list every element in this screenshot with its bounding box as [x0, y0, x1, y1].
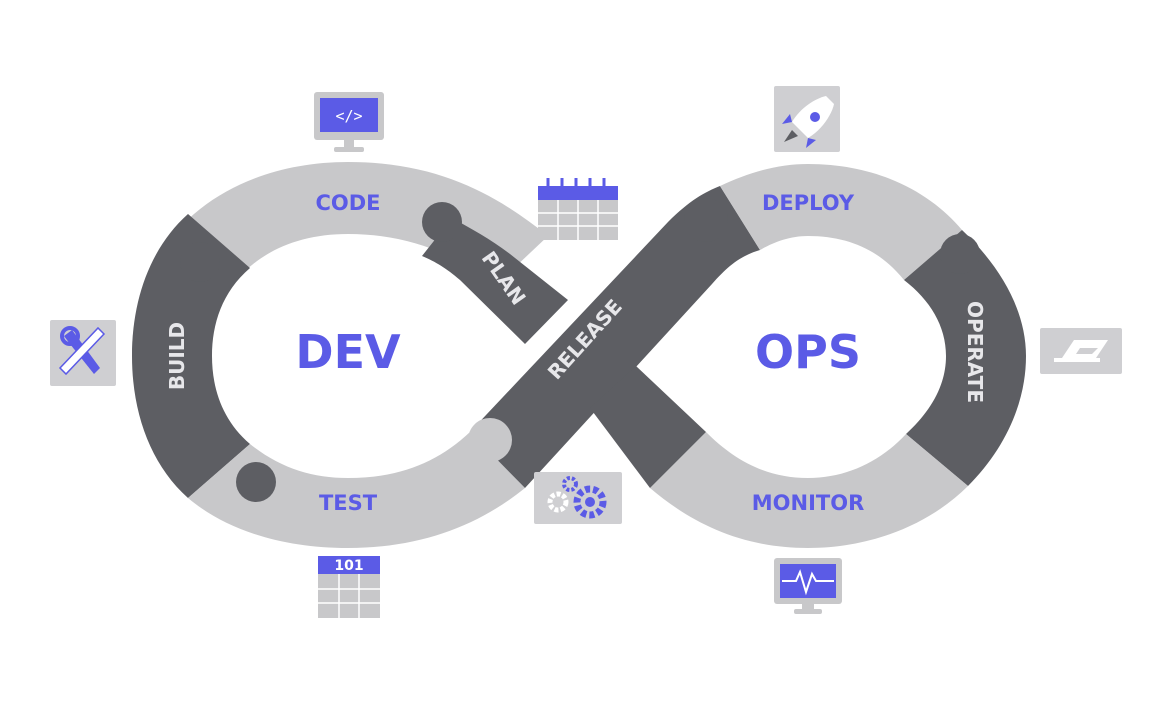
code-label: CODE: [315, 191, 380, 215]
ops-title: OPS: [755, 325, 861, 379]
dev-title: DEV: [295, 325, 401, 379]
deploy-label: DEPLOY: [762, 191, 855, 215]
segment-test: [188, 432, 525, 548]
build-label: BUILD: [165, 322, 189, 390]
test-label: TEST: [319, 491, 378, 515]
segment-deploy: [720, 164, 962, 280]
test-icon-glyph: 101: [334, 558, 363, 574]
segment-plan: [422, 202, 568, 344]
segment-ops-lower-left: [590, 366, 706, 488]
binary-table-icon: 101: [318, 556, 380, 618]
gears-icon: [534, 472, 622, 524]
code-monitor-icon: </>: [314, 92, 384, 152]
laptop-icon: [1040, 328, 1122, 374]
segment-build: [132, 214, 250, 498]
tools-icon: [50, 320, 116, 386]
heartbeat-monitor-icon: [774, 558, 842, 614]
code-icon-glyph: </>: [335, 107, 362, 125]
calendar-icon: [538, 178, 618, 240]
operate-label: OPERATE: [963, 301, 987, 403]
segment-release: [468, 186, 760, 488]
rocket-icon: [774, 86, 840, 152]
monitor-label: MONITOR: [752, 491, 865, 515]
